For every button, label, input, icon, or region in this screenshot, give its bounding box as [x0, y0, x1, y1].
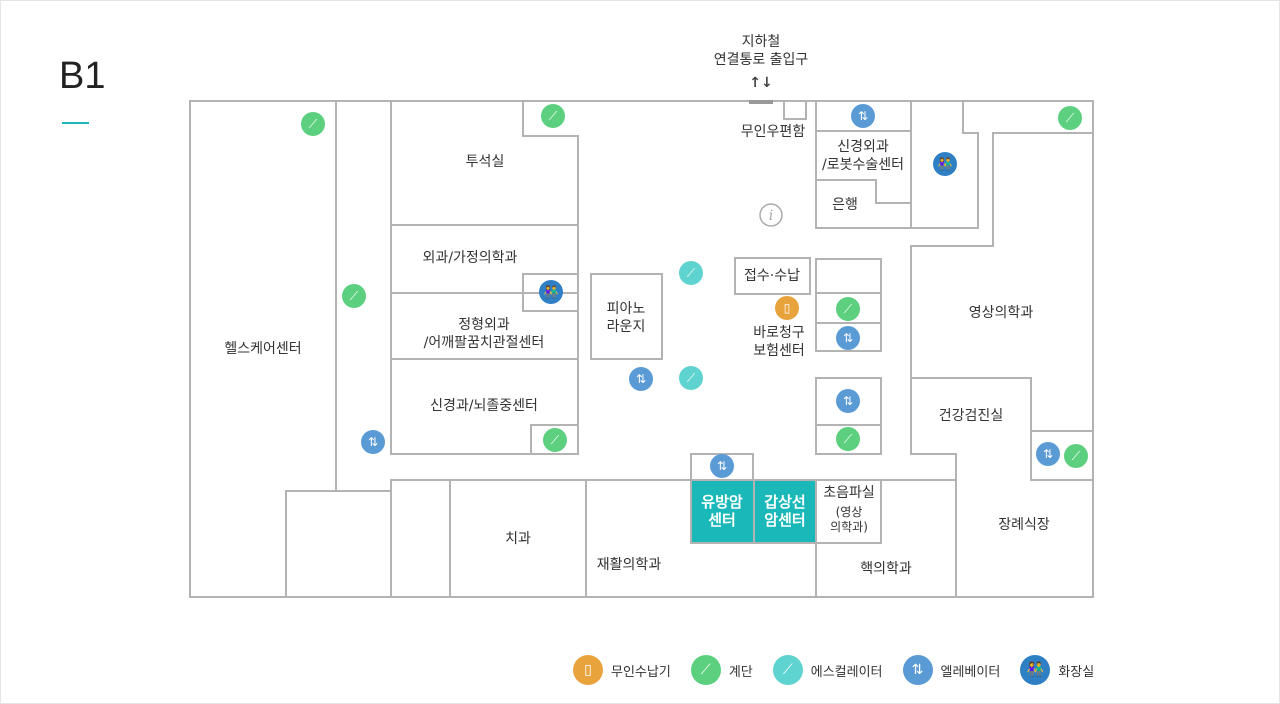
- room-surgery-family[interactable]: 외과/가정의학과: [422, 250, 518, 266]
- elevator-icon: ⇅: [836, 326, 860, 350]
- room-dialysis[interactable]: 투석실: [465, 154, 505, 170]
- room-neurosurgery[interactable]: 신경외과 /로봇수술센터: [822, 139, 904, 173]
- title-underline: [62, 122, 89, 124]
- legend-label: 무인수납기: [611, 664, 671, 680]
- elevator-icon: ⇅: [710, 454, 734, 478]
- stairs-icon: ⟋: [543, 428, 567, 452]
- room-orthopedics[interactable]: 정형외과 /어깨팔꿈치관절센터: [423, 317, 545, 351]
- room-reception[interactable]: 접수·수납: [744, 268, 800, 284]
- room-radiology[interactable]: 영상의학과: [968, 305, 1034, 321]
- subway-entrance-label: 지하철 연결통로 출입구: [713, 34, 809, 68]
- room-funeral[interactable]: 장례식장: [998, 517, 1050, 533]
- room-checkup[interactable]: 건강검진실: [938, 408, 1004, 424]
- kiosk-icon: ▯: [775, 296, 799, 320]
- legend-label: 엘레베이터: [940, 664, 1001, 680]
- legend-label: 화장실: [1058, 664, 1095, 680]
- stairs-icon: ⟋: [836, 297, 860, 321]
- room-healthcare[interactable]: 헬스케어센터: [224, 341, 302, 357]
- room-rehab[interactable]: 재활의학과: [596, 557, 662, 573]
- room-bank[interactable]: 은행: [832, 197, 858, 213]
- floor-title: B1: [59, 55, 106, 97]
- room-ultrasound[interactable]: 초음파실: [823, 485, 875, 501]
- restroom-icon: 👫: [539, 280, 563, 304]
- legend-item-kiosk: ▯ 무인수납기: [573, 655, 671, 685]
- restroom-icon: 👫: [1020, 655, 1051, 685]
- breast-center-fill: [691, 480, 753, 543]
- elevator-icon: ⇅: [1036, 442, 1060, 466]
- legend-item-elevator: ⇅ 엘레베이터: [902, 655, 1001, 685]
- info-icon: [759, 203, 783, 227]
- elevator-icon: ⇅: [851, 104, 875, 128]
- subway-arrows-icon: ↑↓: [749, 75, 773, 91]
- room-breast-center[interactable]: 유방암 센터: [701, 493, 743, 529]
- stairs-icon: ⟋: [1064, 444, 1088, 468]
- room-thyroid-center[interactable]: 갑상선 암센터: [764, 493, 806, 529]
- stairs-icon: ⟋: [301, 112, 325, 136]
- kiosk-icon: ▯: [573, 655, 603, 685]
- info-icon-glyph: i: [769, 208, 773, 224]
- legend-item-stairs: ⟋ 계단: [690, 655, 753, 685]
- stairs-icon: ⟋: [541, 104, 565, 128]
- stairs-icon: ⟋: [836, 427, 860, 451]
- stairs-icon: ⟋: [342, 284, 366, 308]
- elevator-icon: ⇅: [629, 367, 653, 391]
- room-nuclear[interactable]: 핵의학과: [860, 561, 912, 577]
- elevator-icon: ⇅: [361, 430, 385, 454]
- room-neurology[interactable]: 신경과/뇌졸중센터: [430, 398, 538, 414]
- escalator-icon: ⟋: [772, 655, 803, 685]
- elevator-icon: ⇅: [902, 655, 933, 685]
- legend-item-restroom: 👫 화장실: [1020, 655, 1094, 685]
- room-piano-lounge[interactable]: 피아노 라운지: [606, 301, 646, 335]
- walls: [189, 100, 1094, 598]
- room-insurance[interactable]: 바로청구 보험센터: [753, 325, 805, 359]
- thyroid-center-fill: [754, 480, 816, 543]
- restroom-icon: 👫: [933, 152, 957, 176]
- escalator-icon: ⟋: [679, 366, 703, 390]
- escalator-icon: ⟋: [679, 261, 703, 285]
- room-post[interactable]: 무인우편함: [740, 124, 806, 140]
- room-dental[interactable]: 치과: [505, 531, 531, 547]
- stairs-icon: ⟋: [690, 655, 721, 685]
- legend-label: 계단: [728, 664, 753, 680]
- room-ultrasound-sub: (영상 의학과): [830, 505, 868, 534]
- legend-label: 에스컬레이터: [810, 664, 883, 680]
- legend-item-escalator: ⟋ 에스컬레이터: [772, 655, 883, 685]
- stairs-icon: ⟋: [1058, 106, 1082, 130]
- elevator-icon: ⇅: [836, 389, 860, 413]
- legend: ▯ 무인수납기 ⟋ 계단 ⟋ 에스컬레이터 ⇅ 엘레베이터 👫 화장실: [573, 655, 1114, 685]
